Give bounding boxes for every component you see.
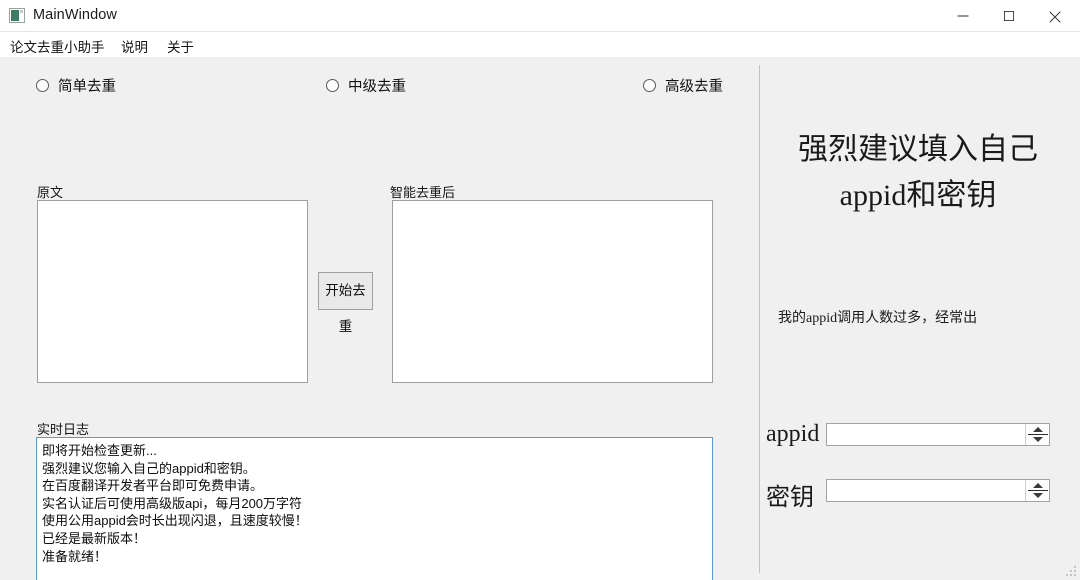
minimize-button[interactable] (942, 0, 988, 32)
log-output[interactable] (36, 437, 713, 580)
spinner-up-icon[interactable] (1033, 483, 1043, 488)
spinner-divider (1028, 490, 1048, 491)
menu-item-instructions[interactable]: 说明 (121, 40, 148, 55)
panel-note: 我的appid调用人数过多，经常出 (778, 311, 978, 326)
radio-label-advanced: 高级去重 (665, 79, 723, 95)
client-area: 简单去重 中级去重 高级去重 原文 开始去重 智能去重后 实时日志 强烈建议填入… (0, 57, 1080, 580)
app-icon-glyph (11, 10, 19, 21)
spinner-down-icon[interactable] (1033, 437, 1043, 442)
secret-key-spinner-arrows[interactable] (1025, 480, 1049, 501)
menu-item-about[interactable]: 关于 (167, 40, 194, 55)
minimize-icon (957, 15, 969, 17)
maximize-button[interactable] (988, 0, 1034, 32)
appid-label: appid (766, 421, 820, 447)
app-icon-accent (20, 10, 23, 13)
appid-spinbox[interactable] (826, 423, 1050, 446)
radio-circle-icon (36, 79, 49, 92)
panel-divider (759, 65, 760, 573)
secret-key-input[interactable] (827, 480, 1025, 501)
title-bar: MainWindow (0, 0, 1080, 32)
radio-intermediate[interactable]: 中级去重 (326, 75, 406, 96)
menu-item-assistant[interactable]: 论文去重小助手 (10, 40, 105, 55)
appid-input[interactable] (827, 424, 1025, 445)
radio-label-intermediate: 中级去重 (348, 79, 406, 95)
app-window-icon (9, 8, 25, 23)
close-button[interactable] (1034, 0, 1080, 32)
spinner-down-icon[interactable] (1033, 493, 1043, 498)
secret-key-spinbox[interactable] (826, 479, 1050, 502)
secret-key-label: 密钥 (766, 485, 814, 511)
panel-heading-line2: appid和密钥 (839, 179, 997, 212)
spinner-up-icon[interactable] (1033, 427, 1043, 432)
panel-heading-line1: 强烈建议填入自己 (798, 133, 1038, 166)
window-title: MainWindow (33, 7, 117, 23)
result-text-input[interactable] (392, 200, 713, 383)
panel-heading: 强烈建议填入自己 appid和密钥 (768, 127, 1068, 219)
result-text-label: 智能去重后 (390, 185, 456, 200)
close-icon (1049, 11, 1061, 23)
radio-circle-icon (326, 79, 339, 92)
spinner-divider (1028, 434, 1048, 435)
resize-grip[interactable] (1064, 564, 1078, 578)
log-label: 实时日志 (37, 422, 90, 437)
menu-bar: 论文去重小助手 说明 关于 (0, 32, 1080, 57)
radio-simple[interactable]: 简单去重 (36, 75, 116, 96)
source-text-input[interactable] (37, 200, 308, 383)
source-text-label: 原文 (37, 185, 64, 200)
radio-circle-icon (643, 79, 656, 92)
appid-spinner-arrows[interactable] (1025, 424, 1049, 445)
maximize-icon (1004, 11, 1014, 21)
radio-label-simple: 简单去重 (58, 79, 116, 95)
start-dedup-button[interactable]: 开始去重 (318, 272, 373, 334)
radio-advanced[interactable]: 高级去重 (643, 75, 723, 96)
